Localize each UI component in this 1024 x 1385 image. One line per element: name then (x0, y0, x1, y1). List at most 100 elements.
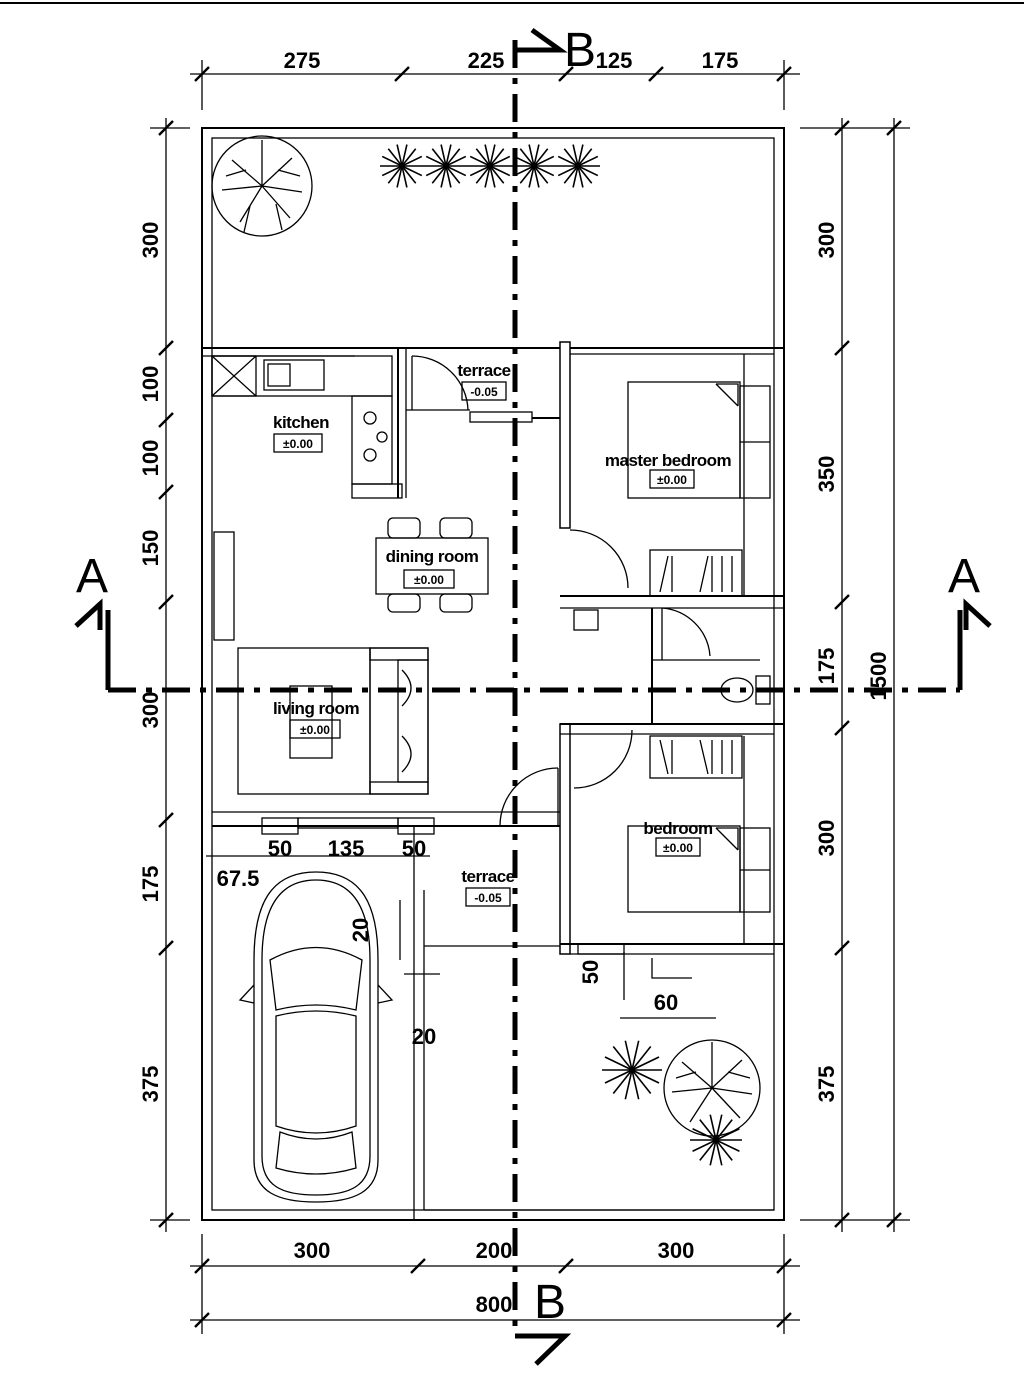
sofa-back (397, 659, 429, 783)
wash-basin (573, 609, 599, 631)
dim-right-5: 375 (814, 1066, 839, 1103)
chair (439, 517, 473, 539)
burner (363, 448, 377, 462)
kitchen-wall (351, 483, 403, 499)
window (577, 943, 625, 955)
chair (387, 593, 421, 613)
inner-wall-line (211, 137, 775, 1211)
master-bedroom-level: ±0.00 (657, 473, 687, 487)
level-box (655, 837, 701, 857)
burner (363, 411, 377, 425)
dim-misc-3: 50 (578, 960, 603, 984)
car (238, 871, 394, 1203)
dim-overall-length: 1500 (866, 652, 891, 701)
coffee-table (289, 685, 333, 759)
wardrobe-hangers (659, 555, 733, 593)
outer-wall (201, 127, 785, 1221)
bed-fold (716, 827, 739, 850)
cushions (401, 669, 412, 773)
dim-left-4: 150 (138, 530, 163, 567)
dim-garage-3: 50 (402, 836, 426, 861)
kitchen-level: ±0.00 (283, 437, 313, 451)
section-a-label-right: A (948, 550, 980, 603)
dim-bottom-2: 200 (476, 1238, 513, 1263)
sink-basin (267, 363, 291, 387)
chair (439, 593, 473, 613)
section-b-label-bottom: B (534, 1276, 566, 1329)
burner (376, 431, 388, 443)
living-room-level: ±0.00 (300, 723, 330, 737)
dim-top-4: 175 (702, 48, 739, 73)
dining-room-label: dining room (386, 547, 479, 566)
dim-left-7: 375 (138, 1066, 163, 1103)
window (397, 817, 435, 835)
door-swing (569, 529, 629, 589)
bedroom-label: bedroom (643, 819, 713, 838)
bed-fold (716, 383, 739, 406)
level-box (465, 887, 511, 907)
wardrobe-hangers (659, 739, 733, 775)
level-box (273, 433, 323, 453)
planter-edge (651, 958, 692, 979)
dimension-ticks (158, 66, 902, 1328)
dim-top-2: 225 (468, 48, 505, 73)
dim-left-3: 100 (138, 440, 163, 477)
shrub-icons (380, 144, 742, 1166)
dim-overall-width: 800 (476, 1292, 513, 1317)
door-swing (661, 607, 711, 657)
dim-left-1: 300 (138, 222, 163, 259)
terrace-top-label: terrace (457, 361, 510, 380)
terrace-bottom-level: -0.05 (474, 891, 502, 905)
bedroom-level: ±0.00 (663, 841, 693, 855)
rug (237, 647, 371, 795)
dim-left-6: 175 (138, 866, 163, 903)
dim-misc-4: 60 (654, 990, 678, 1015)
tree-icon (211, 135, 313, 237)
section-a-label-left: A (76, 550, 108, 603)
dim-bottom-3: 300 (658, 1238, 695, 1263)
bed-fold (715, 383, 739, 407)
dim-garage-2: 135 (328, 836, 365, 861)
kitchen-label: kitchen (273, 413, 329, 432)
fridge-cross (211, 355, 257, 397)
door-swing (499, 767, 559, 827)
master-bedroom-label: master bedroom (605, 451, 732, 470)
dim-top-3: 125 (596, 48, 633, 73)
dim-left-2: 100 (138, 366, 163, 403)
dim-right-3: 175 (814, 648, 839, 685)
level-box (649, 469, 695, 489)
chair (387, 517, 421, 539)
terrace-top-level: -0.05 (470, 385, 498, 399)
dining-room-level: ±0.00 (414, 573, 444, 587)
dim-bottom-1: 300 (294, 1238, 331, 1263)
wardrobe (649, 735, 743, 779)
fridge (211, 355, 257, 397)
level-box (461, 381, 507, 401)
window (469, 411, 533, 423)
section-b-label-top: B (564, 24, 596, 77)
section-b-arrow (515, 27, 568, 53)
level-box (403, 569, 455, 589)
dim-right-2: 350 (814, 456, 839, 493)
dim-misc-1: 20 (348, 918, 373, 942)
living-room-label: living room (273, 699, 360, 718)
terrace-bottom-label: terrace (461, 867, 514, 886)
partition-wall (559, 341, 571, 529)
level-box (289, 719, 341, 739)
section-a-arrow (74, 598, 103, 630)
sofa-arm (369, 781, 429, 795)
dim-garage-1: 50 (268, 836, 292, 861)
sofa (369, 647, 429, 795)
dim-garage-4: 67.5 (217, 866, 260, 891)
dim-right-1: 300 (814, 222, 839, 259)
dining-table (375, 537, 489, 595)
dim-misc-2: 20 (412, 1024, 436, 1049)
dim-left-5: 300 (138, 692, 163, 729)
tv-cabinet (213, 531, 235, 641)
door-swing (573, 729, 633, 789)
dim-top-1: 275 (284, 48, 321, 73)
dimension-lines (150, 60, 910, 1334)
sofa-arm (369, 647, 429, 661)
section-a-arrow (963, 598, 992, 630)
